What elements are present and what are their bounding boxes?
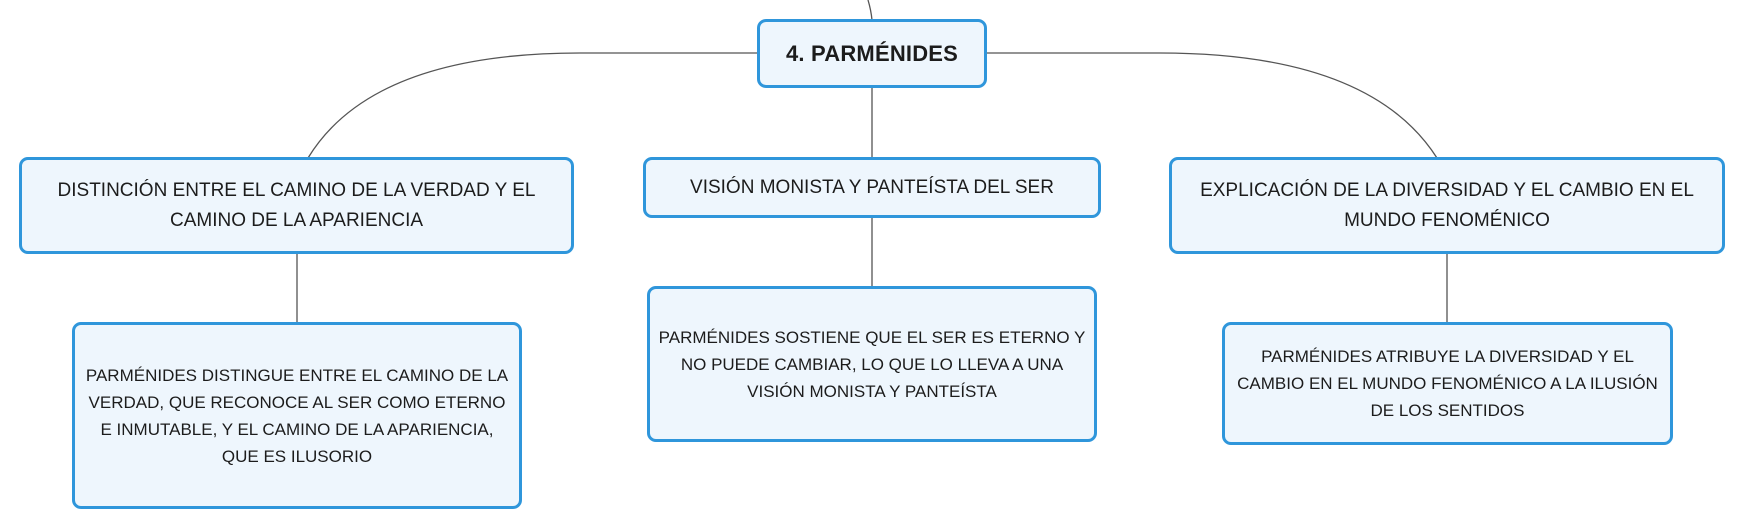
- connector-parent-to-root: [867, 0, 873, 21]
- topic-label: VISIÓN MONISTA Y PANTEÍSTA DEL SER: [690, 176, 1054, 198]
- detail-node-diversity-and-change[interactable]: PARMÉNIDES ATRIBUYE LA DIVERSIDAD Y EL C…: [1222, 322, 1673, 445]
- topic-label: DISTINCIÓN ENTRE EL CAMINO DE LA VERDAD …: [57, 179, 536, 231]
- root-node[interactable]: 4. PARMÉNIDES: [757, 19, 987, 88]
- detail-node-monist-pantheist[interactable]: PARMÉNIDES SOSTIENE QUE EL SER ES ETERNO…: [647, 286, 1097, 442]
- connector-root-to-topic-left: [307, 52, 757, 159]
- connector-root-to-topic-right: [987, 52, 1438, 159]
- topic-node-monist-pantheist[interactable]: VISIÓN MONISTA Y PANTEÍSTA DEL SER: [643, 157, 1101, 218]
- topic-node-diversity-and-change[interactable]: EXPLICACIÓN DE LA DIVERSIDAD Y EL CAMBIO…: [1169, 157, 1725, 254]
- detail-text: PARMÉNIDES SOSTIENE QUE EL SER ES ETERNO…: [658, 327, 1086, 401]
- detail-node-truth-vs-appearance[interactable]: PARMÉNIDES DISTINGUE ENTRE EL CAMINO DE …: [72, 322, 522, 509]
- detail-text: PARMÉNIDES DISTINGUE ENTRE EL CAMINO DE …: [85, 365, 509, 466]
- topic-label: EXPLICACIÓN DE LA DIVERSIDAD Y EL CAMBIO…: [1200, 179, 1694, 231]
- root-label: 4. PARMÉNIDES: [785, 40, 959, 66]
- detail-text: PARMÉNIDES ATRIBUYE LA DIVERSIDAD Y EL C…: [1237, 347, 1658, 420]
- topic-node-truth-vs-appearance[interactable]: DISTINCIÓN ENTRE EL CAMINO DE LA VERDAD …: [19, 157, 574, 254]
